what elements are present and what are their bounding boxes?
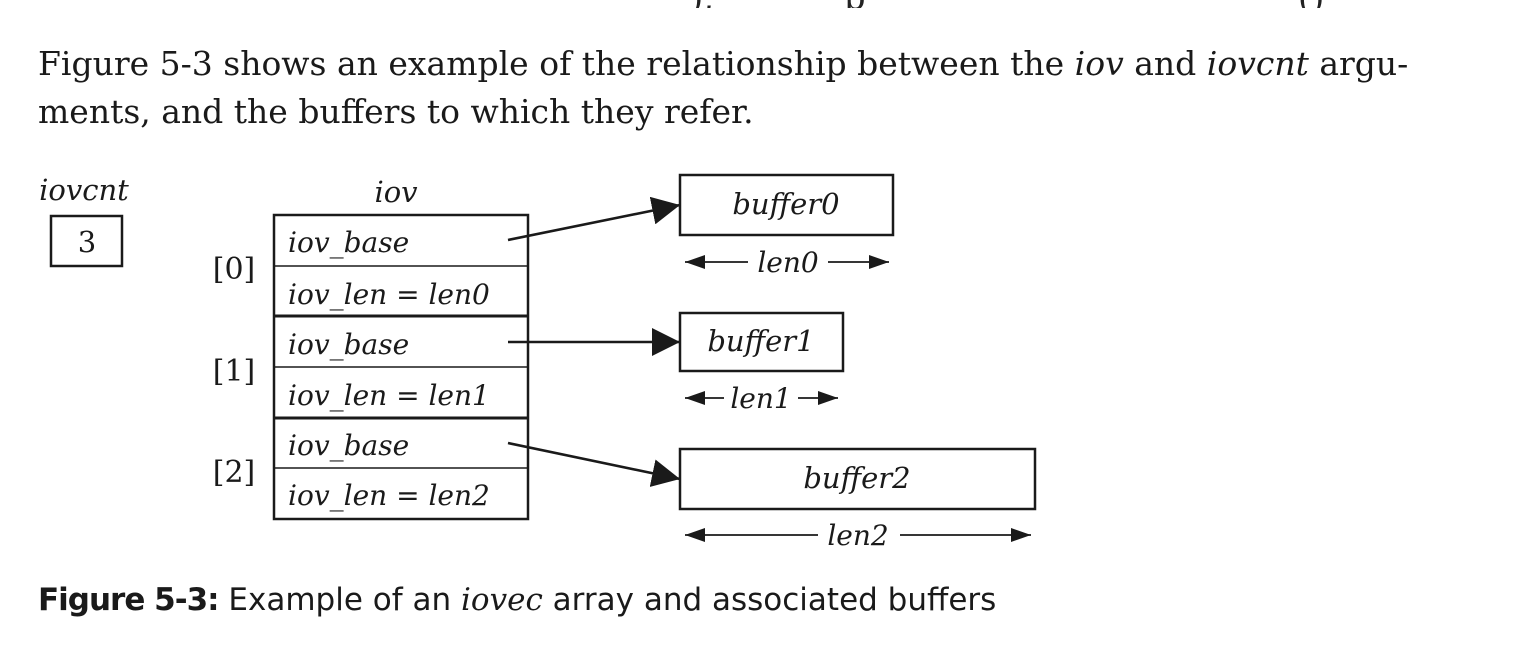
figure-caption: Figure 5-3: Example of an iovec array an…	[38, 582, 996, 618]
paragraph-term-iovcnt: iovcnt	[1206, 44, 1309, 83]
paragraph-text: and	[1123, 44, 1207, 83]
caption-label: Figure 5-3:	[38, 582, 220, 618]
caption-text: Example of an	[218, 582, 462, 618]
paragraph-text: ments, and the buffers to which they ref…	[38, 92, 754, 131]
entry-1-len-field: iov_len = len1	[288, 379, 490, 412]
entry-0-len-field: iov_len = len0	[288, 278, 490, 311]
entry-index-1: [1]	[213, 354, 256, 389]
iovcnt-box	[49, 214, 124, 268]
len0-label: len0	[757, 246, 818, 279]
pointer-arrow-2	[507, 441, 681, 487]
entry-1-base-field: iov_base	[288, 328, 409, 361]
entry-2-len-field: iov_len = len2	[288, 479, 490, 512]
buffer0-box	[678, 173, 895, 237]
buffer0-label: buffer0	[732, 187, 839, 221]
iovcnt-label: iovcnt	[39, 173, 129, 207]
entry-0-base-field: iov_base	[288, 226, 409, 259]
entry-index-2: [2]	[213, 455, 256, 490]
caption-term-iovec: iovec	[461, 582, 543, 618]
len1-label: len1	[730, 382, 791, 415]
buffer2-box	[678, 447, 1037, 511]
paragraph-term-iov: iov	[1074, 44, 1124, 83]
iov-label: iov	[374, 175, 418, 209]
cut-off-previous-line: ), p ()	[0, 0, 1520, 8]
len2-label: len2	[827, 519, 888, 552]
buffer1-box	[678, 311, 845, 373]
buffer1-label: buffer1	[707, 324, 814, 358]
entry-2-base-field: iov_base	[288, 429, 409, 462]
pointer-arrow-0	[507, 196, 681, 242]
buffer2-label: buffer2	[803, 461, 910, 495]
body-paragraph: Figure 5-3 shows an example of the relat…	[38, 40, 1488, 136]
iovcnt-value: 3	[78, 225, 96, 259]
paragraph-text: argu-	[1308, 44, 1409, 83]
entry-index-0: [0]	[213, 252, 256, 287]
paragraph-text: Figure 5-3 shows an example of the relat…	[38, 44, 1075, 83]
caption-text: array and associated buffers	[542, 582, 997, 618]
